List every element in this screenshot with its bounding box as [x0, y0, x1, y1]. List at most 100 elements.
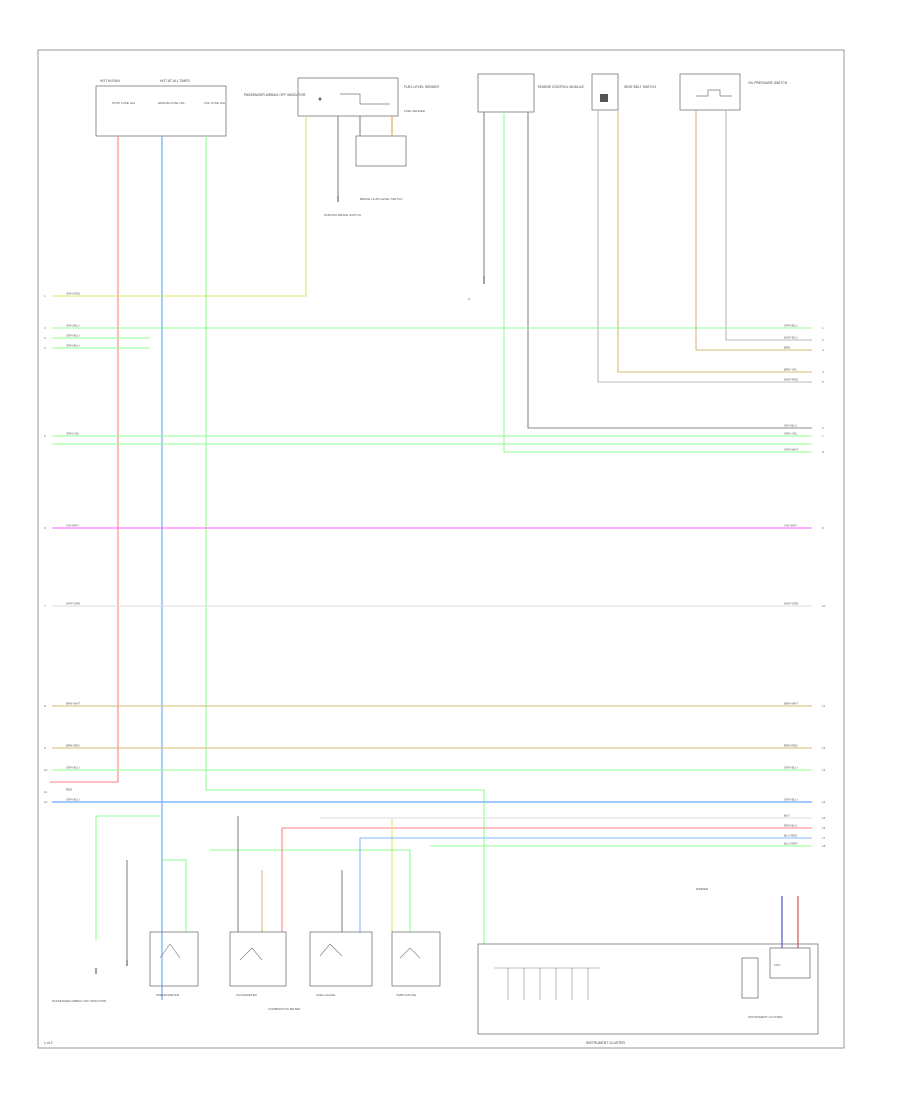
right-wire-label: GRN-YEL	[784, 432, 798, 436]
right-wire-label: VIO-WHT	[784, 524, 797, 528]
oil-pressure-switch: OIL PRESSURE SWITCH	[679, 73, 788, 111]
right-wire-label: BLU-GRN	[784, 842, 798, 846]
right-wire-label: WHT-GRN	[784, 602, 798, 606]
right-connector-number: 3	[822, 348, 824, 352]
wire-tan-seatbelt	[617, 110, 812, 373]
ground-symbol	[95, 196, 485, 974]
brake-fluid-level-switch: BRAKE FLUID LEVEL SWITCH	[355, 135, 407, 201]
right-connector-number: 5	[822, 380, 824, 384]
left-wire-label: BRN-RED	[66, 744, 81, 748]
cpu-label: CPU	[774, 963, 780, 967]
right-connector-number: 1	[822, 326, 824, 330]
wire-green-ecm	[503, 112, 812, 453]
left-wire-label: GRN-BLU	[66, 798, 80, 802]
right-wire-label: BRN-RED	[784, 744, 799, 748]
left-wire-label: VIO-WHT	[66, 524, 79, 528]
wire-tan-oil	[695, 110, 812, 351]
wire-gray-ecm-b	[527, 112, 812, 429]
right-connector-number: 11	[822, 704, 825, 708]
left-connector-number: 8	[44, 704, 46, 708]
right-connector-number: 16	[822, 826, 826, 830]
left-wire-label: WHT-GRN	[66, 602, 80, 606]
left-connector-number: 6	[44, 526, 46, 530]
left-connector-number: 4	[44, 346, 46, 350]
left-connector-number: 1	[44, 294, 46, 298]
left-connector-number: 2	[44, 326, 46, 330]
temp-gauge-label: TEMP GAUGE	[396, 993, 416, 997]
right-connector-number: 14	[822, 800, 826, 804]
ground-point-label: G	[468, 297, 471, 301]
tail-fuse-label: TAIL FUSE 10A	[204, 101, 225, 105]
right-wire-label: BLU-RED	[784, 834, 798, 838]
engine-control-module: ENGINE CONTROL MODULE	[477, 73, 585, 113]
right-connector-number: 13	[822, 768, 826, 772]
right-connector-number: 4	[822, 370, 824, 374]
right-wire-label: WHT-BLU	[784, 336, 798, 340]
right-connector-number: 18	[822, 844, 826, 848]
fuel-level-sender: FUEL LEVEL SENDER FUEL SENDER	[297, 77, 440, 117]
right-wire-label: GRN-BLU	[784, 766, 798, 770]
right-connector-number: 9	[822, 526, 824, 530]
left-connector-number: 3	[44, 336, 46, 340]
right-wire-label: GRN-BLU	[784, 798, 798, 802]
right-wire-label: BRN-WHT	[784, 702, 798, 706]
airbag-off-indicator-top-label: PASSENGER AIRBAG OFF INDICATOR	[244, 93, 306, 97]
left-connector-number: 11	[44, 790, 47, 794]
footer-left-text: 1 of 2	[44, 1041, 53, 1045]
combination-meter-label: COMBINATION METER	[268, 1007, 301, 1011]
left-wire-label: RED	[66, 788, 73, 792]
left-wire-label: GRN-RED	[66, 292, 81, 296]
oil-pressure-switch-label: OIL PRESSURE SWITCH	[748, 81, 788, 85]
left-connector-number: 12	[44, 800, 48, 804]
brake-fluid-switch-label: BRAKE FLUID LEVEL SWITCH	[360, 197, 402, 201]
wire-gray-seatbelt	[597, 110, 812, 383]
footer-right-text: INSTRUMENT CLUSTER	[586, 1041, 625, 1045]
left-wire-label: GRN-BLU	[66, 344, 80, 348]
parking-brake-switch-label: PARKING BRAKE SWITCH	[324, 213, 361, 217]
combination-meter: SPEEDOMETER TACHOMETER FUEL GAUGE TEMP G…	[149, 931, 441, 1011]
right-connector-number: 17	[822, 836, 826, 840]
left-wire-label: GRN-BLU	[66, 324, 80, 328]
right-connector-number: 12	[822, 746, 826, 750]
wire-green-meter-b	[210, 849, 411, 932]
wire-yellow-green-top	[52, 116, 307, 297]
left-wire-label: BRN-WHT	[66, 702, 80, 706]
right-wire-label: GRY-BLK	[784, 424, 797, 428]
wire-green-vertical	[205, 136, 485, 944]
left-wire-labels: GRN-RED1GRN-BLU2GRN-BLU3GRN-BLU4GRN-YEL5…	[44, 292, 81, 805]
right-wire-label: GRN-BLU	[784, 324, 798, 328]
instrument-cluster: CPU DIMMER INSTRUMENT CLUSTER	[477, 887, 819, 1035]
right-wire-label: GRN-WHT	[784, 448, 799, 452]
right-connector-number: 6	[822, 426, 824, 430]
seat-belt-switch-label: SEAT BELT SWITCH	[624, 85, 657, 89]
wire-gray-oil	[725, 110, 812, 341]
stop-fuse-label: STOP FUSE 10A	[112, 101, 135, 105]
right-connector-number: 2	[822, 338, 824, 342]
left-connector-number: 5	[44, 434, 46, 438]
wire-yellow-lower	[320, 817, 393, 932]
right-connector-number: 7	[822, 434, 824, 438]
right-wire-label: BRN-YEL	[784, 368, 797, 372]
fuel-gauge-label: FUEL GAUGE	[316, 993, 335, 997]
wire-green-meter-a	[162, 859, 187, 932]
right-connector-number: 15	[822, 816, 826, 820]
wire-red-vertical	[50, 136, 119, 783]
hot-in-run-label: HOT IN RUN	[100, 79, 120, 83]
ecm-label: ENGINE CONTROL MODULE	[538, 85, 585, 89]
right-connector-number: 8	[822, 450, 824, 454]
right-connector-number: 10	[822, 604, 826, 608]
right-wire-label: WHT-RED	[784, 378, 799, 382]
left-wire-label: GRN-YEL	[66, 432, 80, 436]
wire-layer	[50, 110, 812, 1000]
airbag-off-indicator-bottom: PASSENGER AIRBAG OFF INDICATOR	[52, 999, 107, 1003]
left-connector-number: 9	[44, 746, 46, 750]
tachometer-label: TACHOMETER	[236, 993, 258, 997]
right-wire-label: RED-BLK	[784, 824, 797, 828]
right-wire-label: BRN	[784, 346, 790, 350]
hot-at-all-times-label: HOT AT ALL TIMES	[160, 79, 191, 83]
left-wire-label: GRN-BLU	[66, 334, 80, 338]
airbag-off-indicator-bottom-label: PASSENGER AIRBAG OFF INDICATOR	[52, 999, 107, 1003]
fuel-sender-label: FUEL SENDER	[404, 109, 426, 113]
diagram-frame	[37, 49, 845, 1049]
